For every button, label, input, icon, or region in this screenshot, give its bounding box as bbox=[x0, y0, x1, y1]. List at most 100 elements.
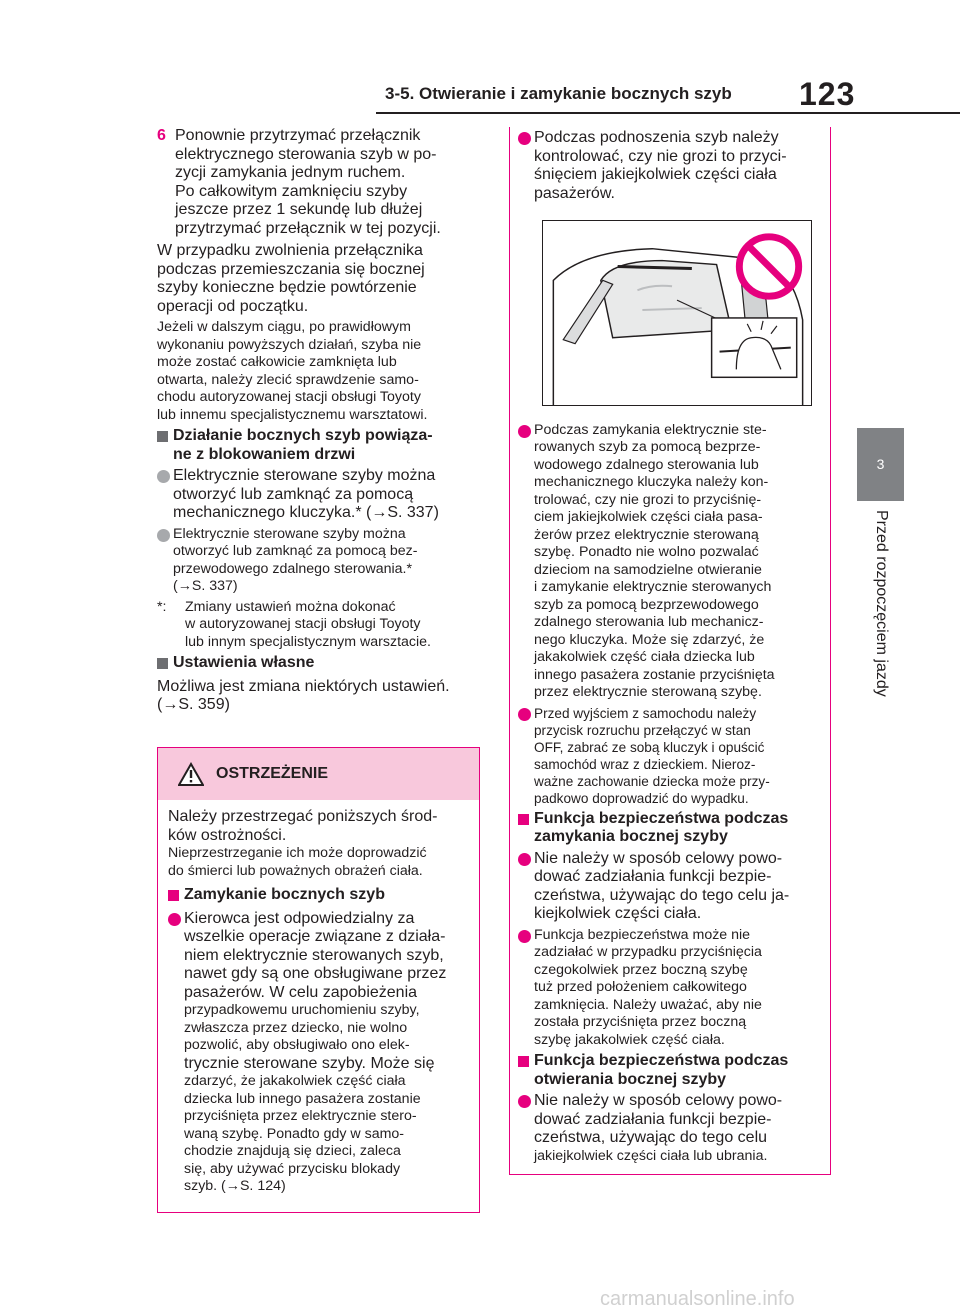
text-line: Nie należy w sposób celowy powo- bbox=[534, 849, 783, 867]
circle-bullet-icon bbox=[518, 852, 531, 866]
circle-bullet-icon bbox=[518, 132, 531, 145]
text-line: czegokolwiek przez boczną szybę bbox=[534, 961, 748, 978]
page-number: 123 bbox=[799, 76, 856, 112]
circle-bullet-icon bbox=[518, 1095, 531, 1108]
section-heading: Działanie bocznych szyb powiąza- ne z bl… bbox=[157, 427, 482, 464]
chapter-number: 3 bbox=[876, 456, 885, 472]
text-line: zadziałać w przypadku przyciśnięcia bbox=[534, 944, 762, 960]
square-bullet-icon bbox=[518, 813, 529, 825]
paragraph-small: Jeżeli w dalszym ciągu, po prawidłowym w… bbox=[157, 319, 482, 424]
text-line: Elektrycznie sterowane szyby można bbox=[173, 525, 406, 542]
paragraph: Możliwa jest zmiana niektórych ustawień.… bbox=[157, 678, 482, 715]
text-line: żerów przez elektrycznie sterowaną bbox=[534, 526, 759, 543]
section-heading: Ustawienia własne bbox=[157, 654, 482, 675]
text-line: innego pasażera zostanie przyciśnięta bbox=[534, 666, 775, 683]
circle-bullet-icon bbox=[518, 424, 531, 438]
warning-box: OSTRZEŻENIE Należy przestrzegać poniższy… bbox=[157, 747, 480, 1213]
text-line: podczas przemieszczania się bocznej bbox=[157, 260, 425, 278]
text-line: Po całkowitym zamknięciu szyby bbox=[175, 182, 408, 200]
circle-bullet-icon bbox=[157, 470, 170, 483]
text-line: padkowo doprowadzić do wypadku. bbox=[534, 790, 749, 806]
text-line: ważne zachowanie dziecka może przy- bbox=[534, 773, 770, 789]
text-line: w autoryzowanej stacji obsługi Toyoty bbox=[185, 616, 421, 632]
heading-line: Zamykanie bocznych szyb bbox=[184, 886, 385, 903]
text-line: szyby konieczne będzie powtórzenie bbox=[157, 279, 417, 296]
text-line: szybę. Ponadto nie wolno pozwalać bbox=[534, 544, 759, 560]
footnote-mark: *: bbox=[157, 598, 167, 615]
window-pinch-illustration bbox=[542, 220, 812, 406]
list-item: Nie należy w sposób celowy powo- dować z… bbox=[518, 850, 825, 924]
list-item: Przed wyjściem z samochodu należy przyci… bbox=[518, 705, 825, 807]
text-line: otwarta, należy zlecić sprawdzenie samo- bbox=[157, 371, 419, 388]
text-line: przytrzymać przełącznik w tej pozycji. bbox=[175, 219, 441, 237]
text-line: wykonaniu powyższych działań, szyba nie bbox=[157, 336, 422, 353]
text-line: przewodowego zdalnego sterowania.* bbox=[173, 560, 412, 577]
text-line: zwłaszcza przez dziecko, nie wolno bbox=[184, 1019, 408, 1036]
heading-line: Funkcja bezpieczeństwa podczas bbox=[534, 1052, 789, 1069]
heading-line: Działanie bocznych szyb powiąza- bbox=[173, 427, 433, 444]
text-line: elektrycznego sterowania szyb w po- bbox=[175, 145, 437, 163]
text-line: Podczas podnoszenia szyb należy bbox=[534, 129, 779, 146]
text-line: W przypadku zwolnienia przełącznika bbox=[157, 242, 423, 259]
footnote: *: Zmiany ustawień można dokonać w autor… bbox=[157, 599, 482, 652]
right-column-warning: Podczas podnoszenia szyb należy kontrolo… bbox=[509, 127, 831, 1175]
circle-bullet-icon bbox=[518, 929, 531, 943]
text-line: szybę jakakolwiek część ciała. bbox=[534, 1031, 725, 1048]
heading-line: otwierania bocznej szyby bbox=[534, 1070, 727, 1088]
text-line: Podczas zamykania elektrycznie ste- bbox=[534, 421, 767, 438]
text-line: otworzyć lub zamknąć za pomocą bbox=[173, 485, 414, 503]
warning-body: Należy przestrzegać poniższych środ- ków… bbox=[158, 800, 479, 1196]
text-line: dować zadziałania funkcji bezpie- bbox=[534, 868, 772, 885]
text-line: wodowego zdalnego sterowania lub bbox=[534, 456, 759, 473]
text-line: zdalnego sterowania lub mechanicz- bbox=[534, 614, 764, 630]
warning-heading: Funkcja bezpieczeństwa podczas zamykania… bbox=[518, 810, 825, 847]
warning-title: OSTRZEŻENIE bbox=[216, 765, 329, 782]
left-column: 6 Ponownie przytrzymać przełącznik elekt… bbox=[157, 127, 482, 718]
heading-line: zamykania bocznej szyby bbox=[534, 828, 728, 845]
list-item: Kierowca jest odpowiedzialny za wszelkie… bbox=[168, 910, 471, 1196]
text-line: jakakolwiek część ciała dziecka lub bbox=[534, 649, 755, 665]
warning-heading: Zamykanie bocznych szyb bbox=[168, 886, 471, 907]
text-line: nawet gdy są one obsługiwane przez bbox=[184, 965, 447, 982]
text-line: otworzyć lub zamknąć za pomocą bez- bbox=[173, 543, 418, 559]
step-number: 6 bbox=[157, 127, 166, 144]
heading-line: Ustawienia własne bbox=[173, 654, 315, 671]
text-line: przez elektrycznie sterowaną szybę. bbox=[534, 684, 762, 700]
text-line: ciem jakiejkolwiek części ciała pasa- bbox=[534, 509, 763, 525]
list-item: Funkcja bezpieczeństwa może nie zadziała… bbox=[518, 927, 825, 1050]
list-item: Elektrycznie sterowane szyby można otwor… bbox=[157, 467, 482, 523]
text-line: mechanicznego kluczyka.* (→S. 337) bbox=[173, 504, 439, 521]
text-line: szyb. (→S. 124) bbox=[184, 1178, 286, 1194]
text-line: lub innemu specjalistycznemu warsztatowi… bbox=[157, 406, 428, 423]
text-line: kiejkolwiek części ciała. bbox=[534, 905, 702, 922]
chapter-title: Przed rozpoczęciem jazdy bbox=[873, 510, 890, 697]
text-line: Ponownie przytrzymać przełącznik bbox=[175, 127, 421, 144]
text-line: dziecka lub innego pasażera zostanie bbox=[184, 1090, 421, 1107]
text-line: trolować, czy nie grozi to przyciśnię- bbox=[534, 491, 762, 508]
text-line: waną szybę. Ponadto gdy w samo- bbox=[184, 1125, 405, 1142]
circle-bullet-icon bbox=[157, 528, 170, 542]
warning-heading: Funkcja bezpieczeństwa podczas otwierani… bbox=[518, 1052, 825, 1089]
list-item: Nie należy w sposób celowy powo- dować z… bbox=[518, 1092, 825, 1165]
watermark: carmanualsonline.info bbox=[600, 1288, 795, 1310]
circle-bullet-icon bbox=[168, 912, 181, 926]
text-line: OFF, zabrać ze sobą kluczyk i opuścić bbox=[534, 739, 765, 755]
square-bullet-icon bbox=[518, 1056, 529, 1067]
text-line: zdarzyć, że jakakolwiek część ciała bbox=[184, 1073, 406, 1089]
text-line: wszelkie operacje związane z działa- bbox=[184, 928, 446, 945]
text-line: Zmiany ustawień można dokonać bbox=[185, 598, 396, 615]
text-line: (→S. 337) bbox=[173, 578, 238, 594]
text-line: chodzie znajdują się dzieci, zaleca bbox=[184, 1143, 401, 1159]
text-line: kontrolować, czy nie grozi to przyci- bbox=[534, 147, 787, 165]
step-text: Ponownie przytrzymać przełącznik elektry… bbox=[175, 127, 441, 238]
text-line: przypadkowemu uruchomieniu szyby, bbox=[184, 1002, 420, 1018]
warning-header: OSTRZEŻENIE bbox=[158, 748, 479, 800]
text-line: niem elektrycznie sterowanych szyb, bbox=[184, 946, 444, 964]
text-line: ków ostrożności. bbox=[168, 826, 287, 844]
text-line: jeszcze przez 1 sekundę lub dłużej bbox=[175, 201, 423, 218]
text-line: i zamykanie elektrycznie sterowanych bbox=[534, 579, 772, 595]
text-line: Jeżeli w dalszym ciągu, po prawidłowym bbox=[157, 319, 411, 335]
list-item: Podczas zamykania elektrycznie ste- rowa… bbox=[518, 422, 825, 702]
text-line: rowanych szyb za pomocą bezprze- bbox=[534, 439, 761, 455]
text-line: operacji od początku. bbox=[157, 297, 309, 315]
